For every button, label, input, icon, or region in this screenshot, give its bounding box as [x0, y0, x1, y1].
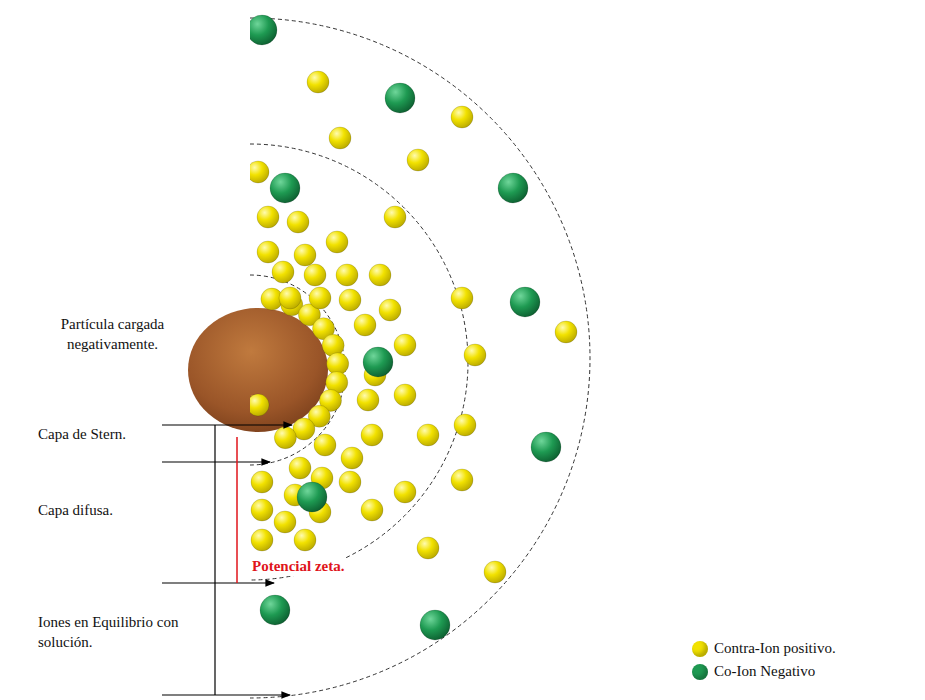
- ion: [354, 314, 376, 336]
- ion: [451, 287, 473, 309]
- ion: [279, 287, 301, 309]
- ion: [336, 264, 358, 286]
- legend-swatch: [692, 641, 708, 657]
- ion: [394, 481, 416, 503]
- ion: [251, 529, 273, 551]
- ion: [531, 432, 561, 462]
- ion: [289, 457, 311, 479]
- ion: [379, 299, 401, 321]
- ion: [454, 414, 476, 436]
- ion: [274, 427, 296, 449]
- charged-particle: [188, 308, 328, 432]
- ion: [294, 244, 316, 266]
- legend-row: Co-Ion Negativo: [692, 663, 815, 680]
- ion: [307, 71, 329, 93]
- ion: [250, 394, 269, 416]
- diffuse-layer-label: Capa difusa.: [38, 500, 163, 520]
- ion: [287, 211, 309, 233]
- ion: [361, 499, 383, 521]
- ion: [407, 149, 429, 171]
- ion: [314, 434, 336, 456]
- ion: [451, 469, 473, 491]
- zeta-potential-label: Potencial zeta.: [250, 556, 346, 576]
- ions: [250, 15, 577, 640]
- ion: [510, 287, 540, 317]
- ion: [341, 447, 363, 469]
- particle-label: Partícula cargada negativamente.: [40, 314, 185, 355]
- ion: [339, 289, 361, 311]
- ion: [361, 424, 383, 446]
- legend-text: Contra-Ion positivo.: [714, 640, 836, 657]
- ion: [250, 15, 277, 45]
- ion: [369, 264, 391, 286]
- legend-row: Contra-Ion positivo.: [692, 640, 836, 657]
- ion: [498, 173, 528, 203]
- ion: [257, 206, 279, 228]
- ion: [339, 471, 361, 493]
- ion: [294, 529, 316, 551]
- ion: [309, 287, 331, 309]
- ion: [250, 161, 269, 183]
- ion: [363, 347, 393, 377]
- ion: [251, 471, 273, 493]
- ion: [394, 334, 416, 356]
- ion: [357, 389, 379, 411]
- ion: [297, 482, 327, 512]
- ion: [251, 499, 273, 521]
- ion: [329, 127, 351, 149]
- ion: [417, 424, 439, 446]
- ion: [272, 261, 294, 283]
- ion: [385, 83, 415, 113]
- ion: [417, 537, 439, 559]
- ion: [451, 106, 473, 128]
- ion: [394, 384, 416, 406]
- ion: [464, 344, 486, 366]
- ion: [420, 610, 450, 640]
- ion: [274, 511, 296, 533]
- ion: [384, 206, 406, 228]
- ion: [304, 264, 326, 286]
- ion: [257, 241, 279, 263]
- ion: [555, 321, 577, 343]
- zeta-line: [236, 437, 238, 583]
- legend-swatch: [692, 664, 708, 680]
- ion: [484, 561, 506, 583]
- legend-text: Co-Ion Negativo: [714, 663, 815, 680]
- ion: [326, 231, 348, 253]
- stern-layer-label: Capa de Stern.: [38, 424, 163, 444]
- ion: [270, 173, 300, 203]
- bulk-ions-label: Iones en Equilibrio con solución.: [38, 612, 203, 653]
- ion: [260, 595, 290, 625]
